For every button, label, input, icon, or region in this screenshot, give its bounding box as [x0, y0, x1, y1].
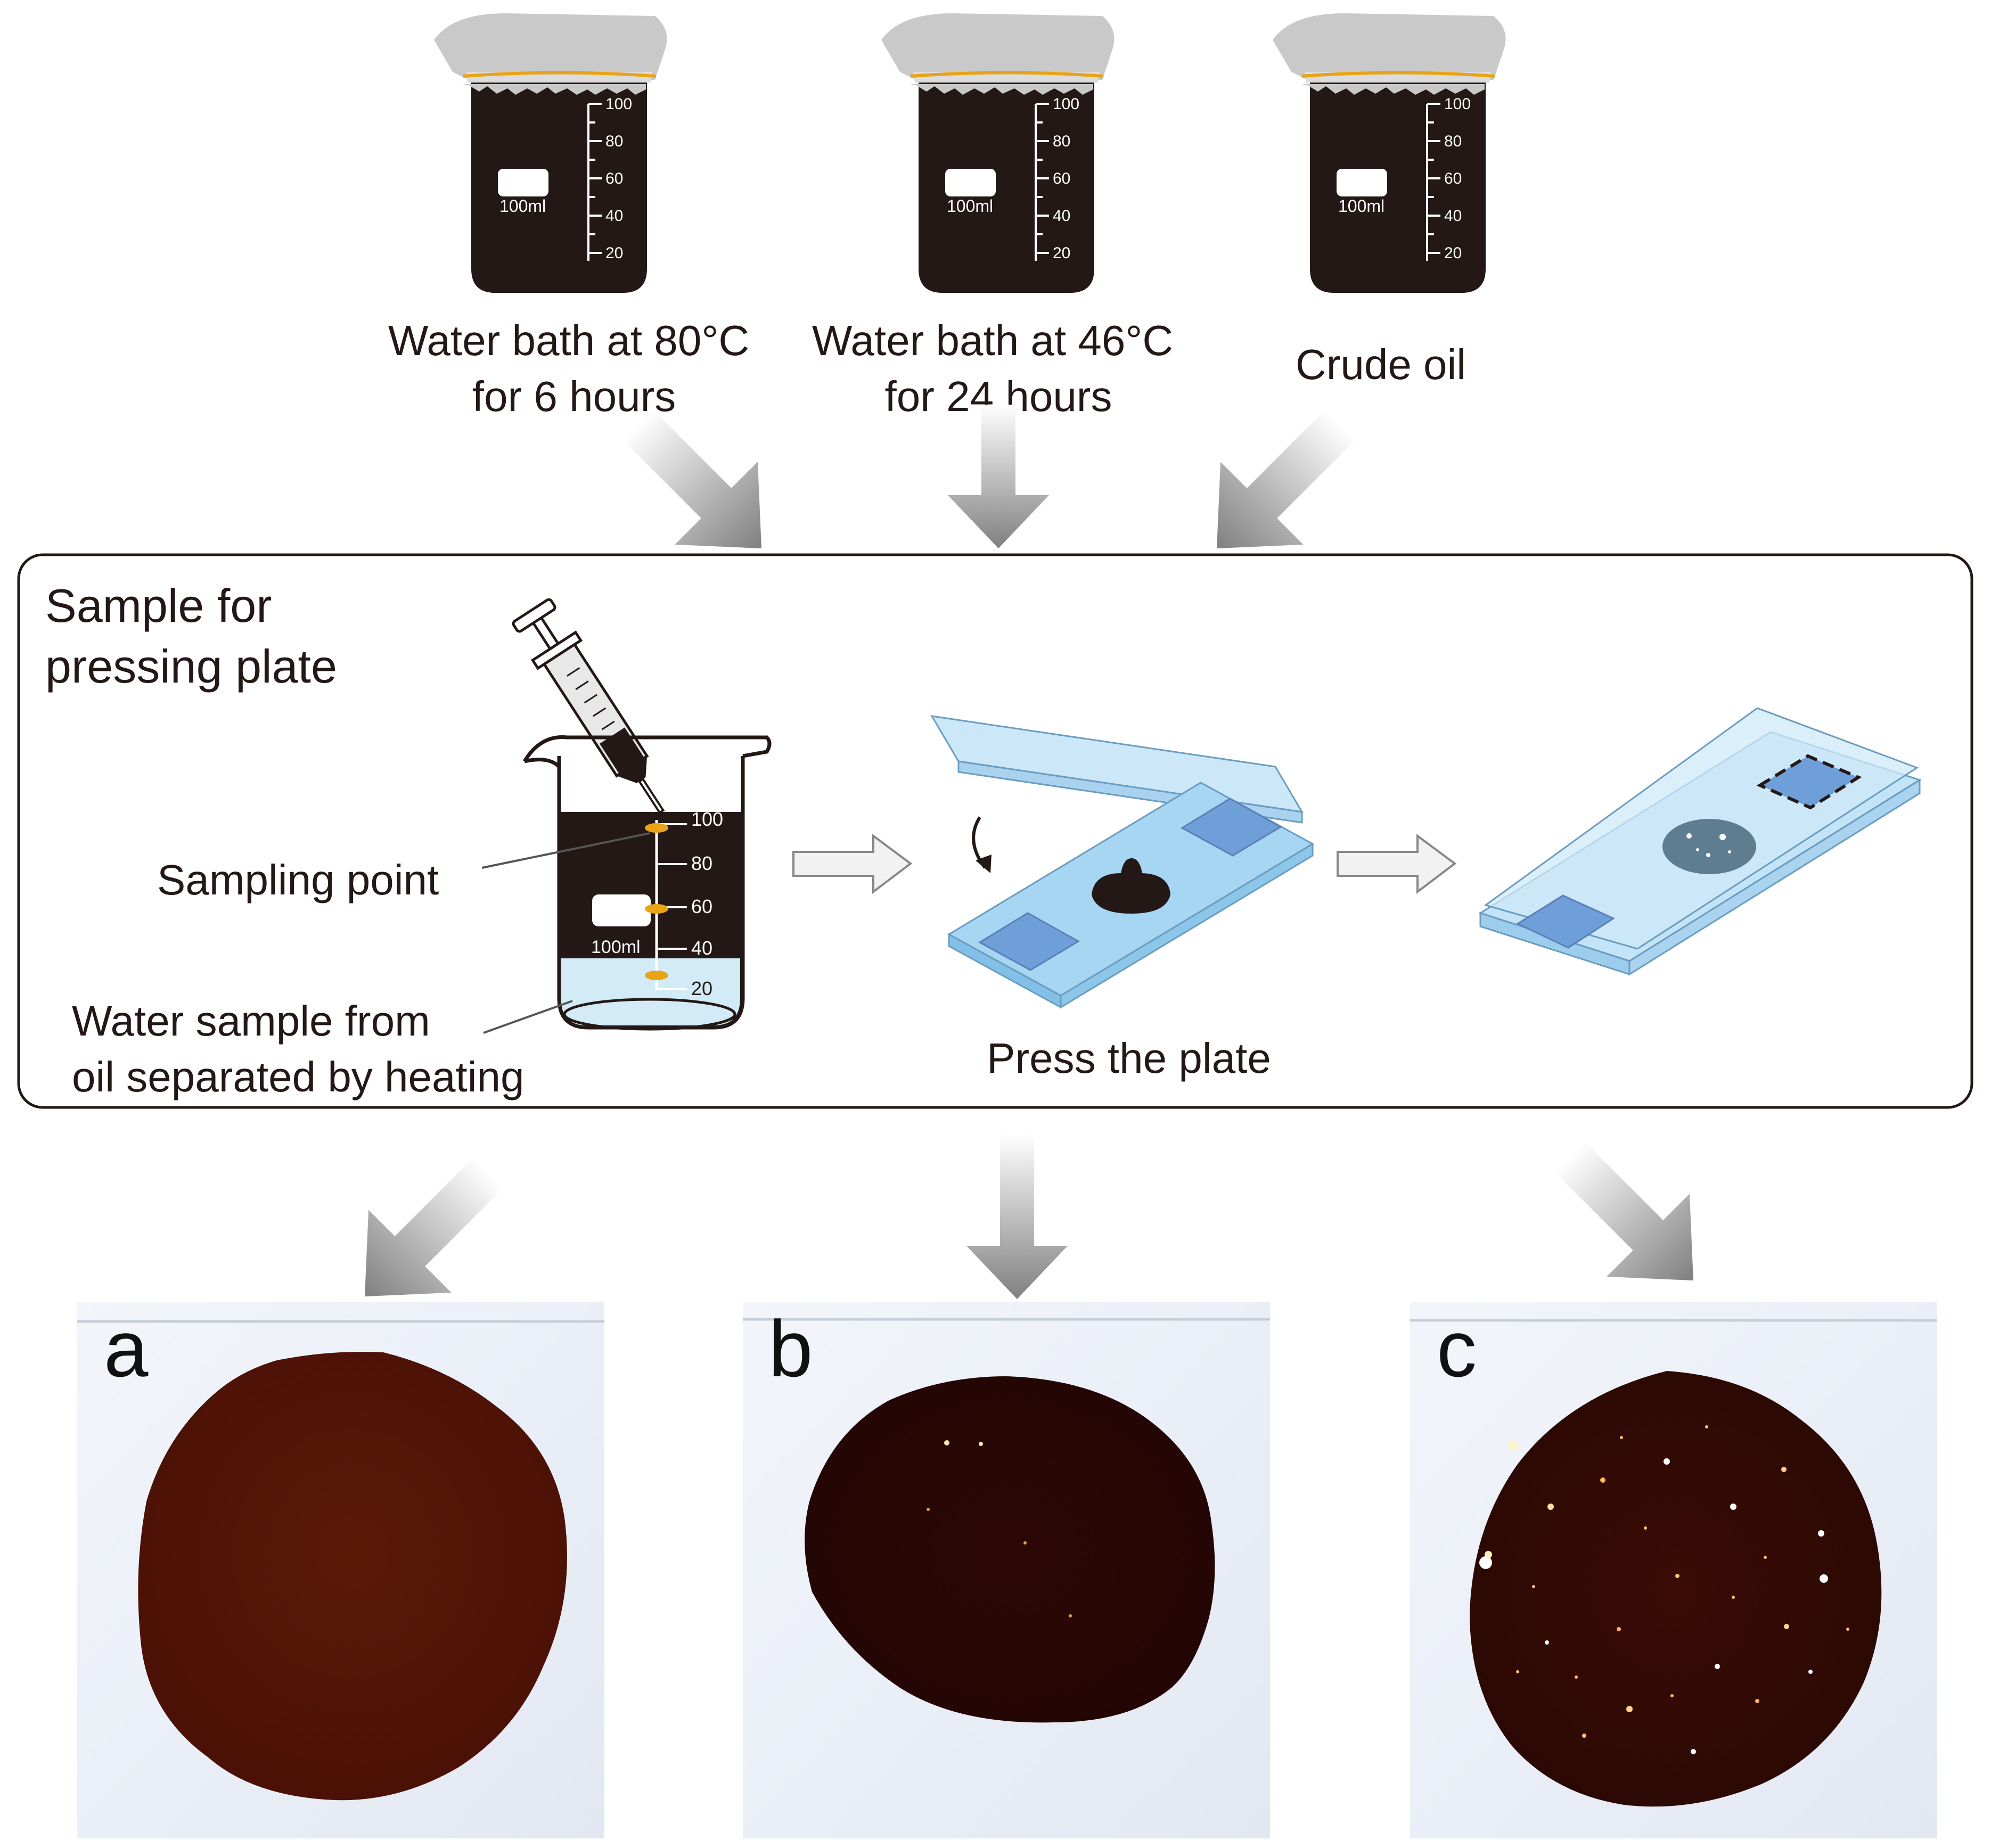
pointer-line	[481, 832, 650, 869]
photo-panel-c: c	[1410, 1302, 1937, 1838]
graduation-40: 40	[605, 207, 623, 225]
graduation-100: 100	[691, 808, 723, 830]
graduation-60: 60	[605, 170, 623, 187]
sampling-dot	[645, 823, 668, 833]
sampling-point-label: Sampling point	[157, 856, 439, 904]
graduation-60: 60	[1053, 170, 1070, 187]
arrow-down-right-icon	[622, 409, 761, 548]
graduation-20: 20	[1444, 244, 1462, 262]
graduation-80: 80	[605, 133, 623, 150]
glass-slide-pressed	[1478, 707, 1922, 976]
graduation-100: 100	[605, 95, 632, 113]
beaker-volume-label: 100ml	[499, 196, 546, 216]
water-sample-label-line1: Water sample from	[72, 997, 430, 1045]
graduation-20: 20	[691, 978, 712, 999]
arrow-right-icon	[1337, 834, 1457, 894]
beaker-volume-label: 100ml	[947, 196, 993, 216]
box-title-line2: pressing plate	[45, 640, 337, 693]
caption-80c-line2: for 6 hours	[472, 373, 676, 420]
press-plate-label: Press the plate	[987, 1034, 1271, 1082]
graduation-40: 40	[1053, 207, 1070, 225]
graduation-60: 60	[691, 896, 712, 917]
graduation-80: 80	[691, 852, 712, 874]
beaker-volume-label: 100ml	[591, 937, 641, 957]
arrow-down-icon	[966, 1134, 1068, 1299]
beaker-volume-label: 100ml	[1338, 196, 1384, 216]
arrow-down-left-icon	[1217, 409, 1356, 548]
box-title-line1: Sample for	[45, 579, 272, 632]
syringe-icon	[512, 598, 665, 815]
water-sample-label-line2: oil separated by heating	[72, 1053, 525, 1100]
arrow-down-left-icon	[365, 1157, 504, 1296]
graduation-80: 80	[1053, 133, 1070, 150]
panel-label-c: c	[1437, 1304, 1477, 1393]
graduation-20: 20	[1053, 244, 1070, 262]
glass-slide-open	[930, 715, 1315, 1009]
caption-80c-line1: Water bath at 80°C	[388, 317, 749, 364]
arrow-right-icon	[792, 834, 913, 894]
beaker-crude-oil: 100ml 100 80 60 40 20	[1273, 13, 1506, 293]
pointer-line	[483, 1000, 573, 1034]
sampling-dot	[645, 971, 668, 980]
panel-label-b: b	[768, 1304, 813, 1393]
graduation-80: 80	[1444, 133, 1462, 150]
panel-label-a: a	[104, 1304, 149, 1393]
photo-panel-a: a	[77, 1302, 604, 1838]
graduation-100: 100	[1444, 95, 1471, 113]
sample-box	[17, 553, 1973, 1109]
arrow-down-right-icon	[1554, 1141, 1693, 1280]
graduation-40: 40	[1444, 207, 1462, 225]
caption-crude-oil: Crude oil	[1296, 341, 1466, 388]
graduation-20: 20	[605, 244, 623, 262]
graduation-100: 100	[1053, 95, 1079, 113]
sampling-dot	[645, 904, 668, 914]
caption-46c-line1: Water bath at 46°C	[812, 317, 1173, 364]
beaker-80c: 100ml 100 80 60 40 20	[434, 13, 667, 293]
photo-panel-b: b	[743, 1302, 1270, 1838]
arrow-down-icon	[948, 405, 1049, 548]
graduation-60: 60	[1444, 170, 1462, 187]
graduation-40: 40	[691, 937, 712, 959]
beaker-46c: 100ml 100 80 60 40 20	[881, 13, 1115, 293]
sampling-beaker: 100ml 100 80 60 40 20	[522, 735, 772, 1031]
